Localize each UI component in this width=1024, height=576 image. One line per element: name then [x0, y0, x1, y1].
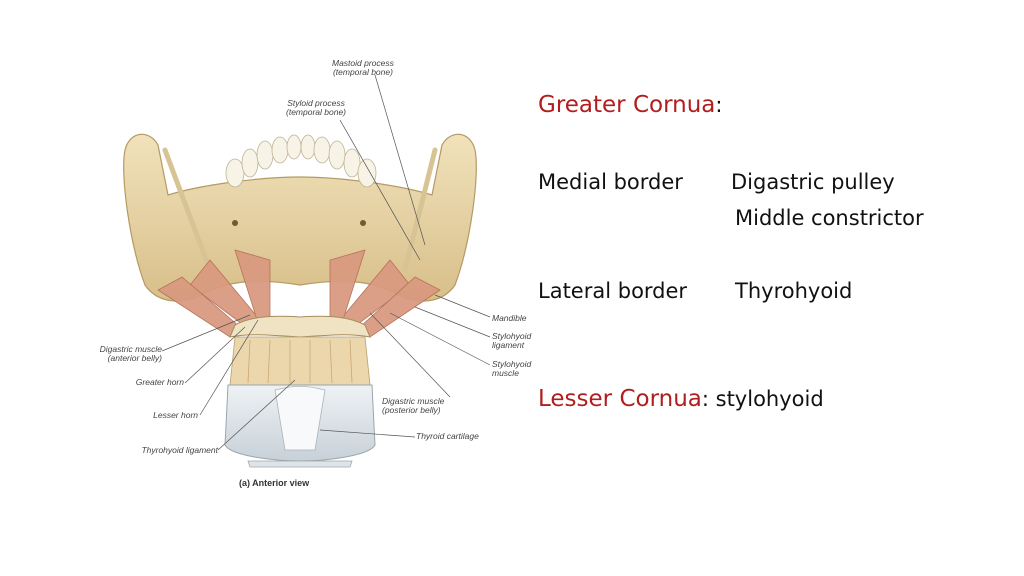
label-greater-horn: Greater horn [135, 377, 184, 387]
label-stylohyoid-ligament: Stylohyoid ligament [492, 331, 532, 350]
medial-border-item-1: Digastric pulley [731, 170, 895, 194]
label-mastoid-process: Mastoid process (temporal bone) [332, 58, 394, 77]
label-stylohyoid-muscle: Stylohyoid muscle [492, 359, 532, 378]
mandible-shape [123, 133, 477, 302]
teeth [225, 134, 377, 188]
lesser-cornua-title: Lesser Cornua [538, 386, 702, 412]
hyoid-bone [229, 315, 371, 338]
label-styloid-process: Styloid process (temporal bone) [286, 98, 347, 117]
lateral-border-label: Lateral border [538, 279, 688, 303]
figure-caption: (a) Anterior view [239, 478, 310, 488]
label-mandible: Mandible [492, 313, 527, 323]
label-thyrohyoid-ligament: Thyrohyoid ligament [141, 445, 218, 455]
hyoid-anatomy-figure: Mastoid process (temporal bone) Styloid … [70, 45, 532, 500]
lateral-border-item: Thyrohyoid [735, 279, 853, 303]
lesser-cornua-line: Lesser Cornua: stylohyoid [538, 386, 824, 412]
medial-border-label: Medial border [538, 170, 683, 194]
greater-cornua-heading: Greater Cornua: [538, 92, 722, 118]
label-digastric-anterior: Digastric muscle (anterior belly) [99, 344, 162, 363]
label-digastric-posterior: Digastric muscle (posterior belly) [382, 396, 445, 415]
label-lesser-horn: Lesser horn [153, 410, 198, 420]
lesser-cornua-description: : stylohyoid [701, 387, 824, 411]
figure-drawing [123, 74, 491, 468]
label-thyroid-cartilage: Thyroid cartilage [416, 431, 479, 441]
thyrohyoid-membrane [229, 336, 371, 386]
medial-border-item-2: Middle constrictor [735, 206, 924, 230]
greater-cornua-colon: : [715, 93, 723, 117]
greater-cornua-title: Greater Cornua [538, 92, 716, 118]
